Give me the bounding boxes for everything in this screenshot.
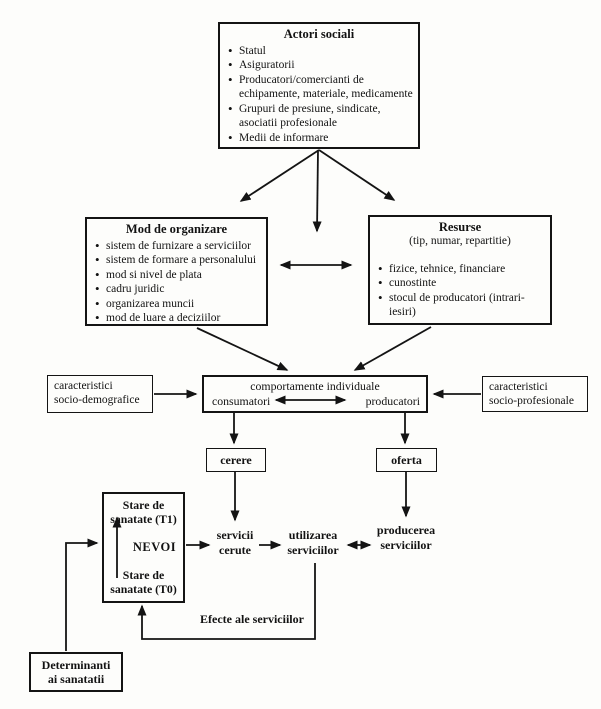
label-line: ai sanatatii [47, 672, 105, 686]
resurse-subtitle: (tip, numar, repartitie) [409, 235, 511, 247]
resurse-list: fizice, tehnice, financiare cunostinte s… [370, 261, 550, 320]
list-item: mod de luare a deciziilor [95, 310, 264, 327]
label-line: Stare de [122, 498, 165, 512]
servicii-cerute-label: servicii cerute [204, 528, 266, 557]
label-line: utilizarea [288, 528, 338, 542]
arrow-actori-to-resurse [318, 149, 396, 201]
list-item: organizarea muncii [95, 296, 264, 313]
label-line: Stare de [122, 567, 165, 582]
list-item: cunostinte [378, 275, 548, 292]
consumatori-label: consumatori [212, 394, 271, 408]
actori-sociali-title: Actori sociali [283, 27, 355, 41]
stare-t0-label: Stare de sanatate (T0) [106, 568, 181, 596]
resurse-title: Resurse [438, 220, 482, 234]
socio-profesionale-label: caracteristici socio-profesionale [483, 377, 587, 409]
label-line: serviciilor [380, 537, 432, 552]
list-item: Statul [228, 43, 416, 60]
oferta-box: oferta [376, 448, 437, 472]
producerea-serviciilor-label: producerea serviciilor [368, 523, 444, 552]
stare-inner: Stare de sanatate (T1) NEVOI Stare de sa… [104, 494, 183, 601]
stare-t1-label: Stare de sanatate (T1) [106, 498, 181, 526]
arrow-determinanti-to-stare [65, 538, 99, 651]
caracteristici-socio-profesionale-box: caracteristici socio-profesionale [482, 376, 588, 412]
arrow-actori-down [312, 149, 322, 233]
list-item: stocul de producatori (intrari-iesiri) [378, 290, 548, 320]
cerere-box: cerere [206, 448, 266, 472]
arrow-organizare-to-comportamente [196, 327, 289, 371]
mod-de-organizare-title: Mod de organizare [125, 222, 228, 236]
arrow-resurse-to-comportamente [353, 326, 432, 371]
actori-sociali-list: Statul Asiguratorii Producatori/comercia… [220, 43, 418, 147]
list-item: Asiguratorii [228, 57, 416, 74]
comportamente-box: comportamente individuale consumatori pr… [202, 375, 428, 413]
nevoi-label: NEVOI [132, 539, 177, 554]
list-item: sistem de furnizare a serviciilor [95, 238, 264, 255]
mod-de-organizare-list: sistem de furnizare a serviciilor sistem… [87, 238, 266, 327]
label-line: caracteristici [54, 380, 113, 392]
mod-de-organizare-box: Mod de organizare sistem de furnizare a … [85, 217, 268, 327]
arrow-actori-to-organizare [239, 149, 320, 202]
cerere-label: cerere [220, 452, 252, 467]
socio-demografice-label: caracteristici socio-demografice [48, 376, 152, 408]
label-line: serviciilor [287, 542, 339, 557]
list-item: mod si nivel de plata [95, 267, 264, 284]
actori-sociali-box: Actori sociali Statul Asiguratorii Produ… [218, 22, 420, 149]
stare-de-sanatate-box: Stare de sanatate (T1) NEVOI Stare de sa… [102, 492, 185, 603]
utilizarea-serviciilor-label: utilizarea serviciilor [277, 528, 349, 557]
label-line: caracteristici [489, 381, 548, 393]
list-item: Medii de informare [228, 130, 416, 147]
label-line: socio-profesionale [489, 395, 574, 408]
resurse-box: Resurse (tip, numar, repartitie) fizice,… [368, 215, 552, 325]
caracteristici-socio-demografice-box: caracteristici socio-demografice [47, 375, 153, 413]
efecte-label: Efecte ale serviciilor [200, 612, 304, 626]
list-item: cadru juridic [95, 281, 264, 298]
label-line: servicii [216, 528, 254, 542]
determinanti-box: Determinanti ai sanatatii [29, 652, 123, 692]
list-item: sistem de formare a personalului [95, 252, 264, 269]
list-item: fizice, tehnice, financiare [378, 261, 548, 278]
comportamente-title: comportamente individuale [250, 379, 380, 393]
label-line: cerute [219, 542, 251, 557]
label-line: Determinanti [41, 657, 111, 672]
label-line: sanatate (T1) [110, 512, 177, 527]
list-item: Grupuri de presiune, sindicate, asociati… [228, 101, 416, 131]
producatori-label: producatori [365, 394, 420, 408]
label-line: sanatate (T0) [110, 581, 177, 596]
label-line: producerea [376, 523, 436, 537]
comportamente-row: consumatori producatori [212, 394, 420, 409]
oferta-label: oferta [391, 452, 422, 467]
list-item: Producatori/comercianti de echipamente, … [228, 72, 416, 102]
label-line: socio-demografice [54, 394, 140, 407]
determinanti-label: Determinanti ai sanatatii [42, 658, 111, 687]
